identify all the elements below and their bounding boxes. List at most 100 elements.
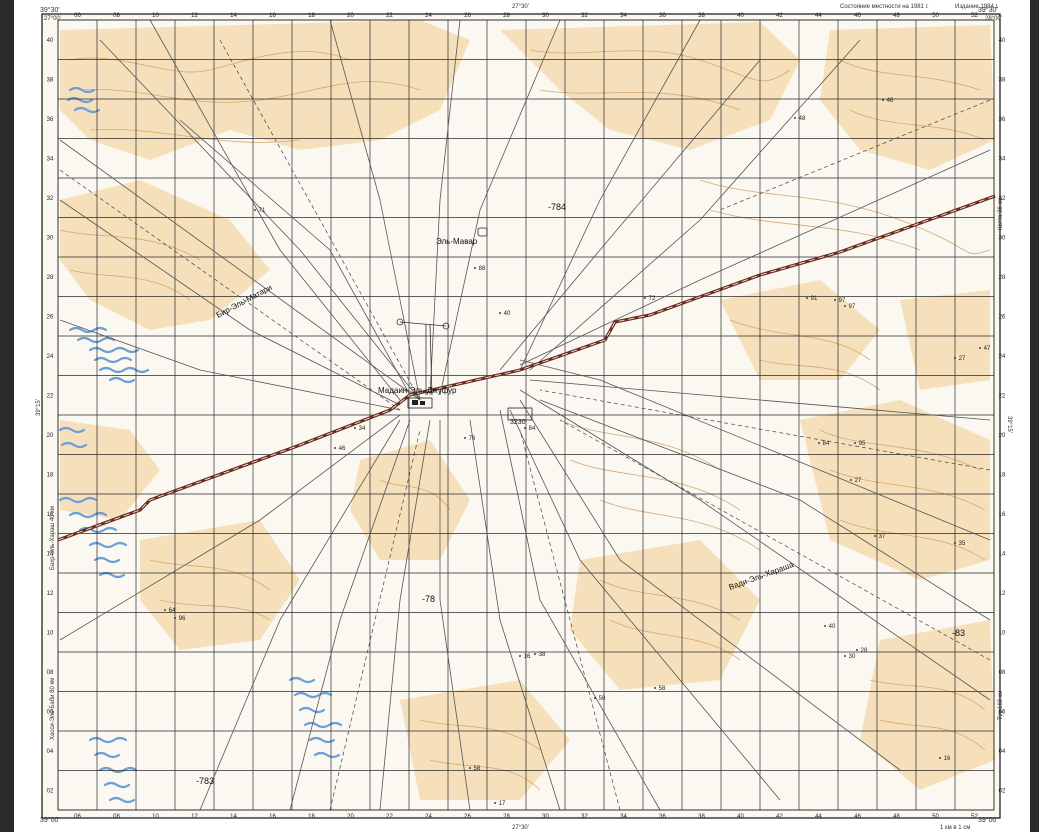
bottom-grid-number: 20 — [347, 814, 354, 820]
top-grid-number: 32 — [581, 13, 588, 19]
spot-elevation-label: 64 — [169, 608, 176, 614]
right-grid-number: 38 — [999, 77, 1006, 83]
top-grid-number: 28 — [503, 13, 510, 19]
bottom-grid-number: 38 — [698, 814, 705, 820]
spot-height-dot — [334, 447, 336, 449]
top-grid-number: 50 — [932, 13, 939, 19]
right-grid-number: 14 — [999, 551, 1006, 557]
bottom-grid-number: 06 — [74, 814, 81, 820]
top-grid-number: 48 — [893, 13, 900, 19]
spot-elevation-label: 91 — [811, 296, 818, 302]
top-grid-number: 16 — [269, 13, 276, 19]
corner-top-right-lon: 28°00' — [985, 16, 1002, 22]
left-margin-label-bottom: Хасси-Эль-Баби 80 км — [50, 678, 56, 740]
bottom-grid-number: 48 — [893, 814, 900, 820]
left-grid-number: 08 — [47, 670, 54, 676]
right-grid-number: 28 — [999, 275, 1006, 281]
spot-elevation-label: 37 — [879, 534, 886, 540]
spot-height-dot — [594, 697, 596, 699]
spot-elevation-label: 58 — [659, 686, 666, 692]
spot-elevation-label: 96 — [179, 616, 186, 622]
bottom-grid-number: 26 — [464, 814, 471, 820]
spot-height-dot — [856, 649, 858, 651]
right-grid-number: 06 — [999, 709, 1006, 715]
spot-height-dot — [499, 312, 501, 314]
bottom-coord: 27°30' — [512, 825, 529, 831]
right-grid-number: 36 — [999, 117, 1006, 123]
left-grid-number: 10 — [47, 630, 54, 636]
spot-height-dot — [806, 297, 808, 299]
spot-height-dot — [469, 767, 471, 769]
bottom-grid-number: 44 — [815, 814, 822, 820]
spot-height-dot — [354, 427, 356, 429]
header-top-coord: 27°30' — [512, 4, 529, 10]
spot-elevation-label: 16 — [524, 654, 531, 660]
spot-elevation-label: 72 — [649, 296, 656, 302]
top-grid-number: 40 — [737, 13, 744, 19]
spot-elevation-center: 3230 — [510, 419, 526, 426]
left-grid-number: 20 — [47, 433, 54, 439]
spot-elevation-label: 30 — [849, 654, 856, 660]
header-edition: Издание 1984 г. — [955, 4, 999, 10]
spot-elevation-label: 27 — [959, 356, 966, 362]
spot-height-dot — [794, 117, 796, 119]
spot-height-dot — [954, 542, 956, 544]
spot-elevation-label: 40 — [829, 624, 836, 630]
top-grid-number: 12 — [191, 13, 198, 19]
top-grid-number: 26 — [464, 13, 471, 19]
header-status: Состояние местности на 1981 г. — [840, 4, 929, 10]
spot-elevation-label: 28 — [861, 648, 868, 654]
spot-height-dot — [854, 442, 856, 444]
corner-bottom-left: 39°00' — [40, 816, 60, 824]
spot-height-dot — [824, 625, 826, 627]
spot-elevation-label: 17 — [499, 801, 506, 807]
facility-block — [507, 407, 533, 421]
right-grid-number: 10 — [999, 630, 1006, 636]
spot-elevation-label: 76 — [469, 436, 476, 442]
right-grid-number: 02 — [999, 788, 1006, 794]
spot-elevation-label: 71 — [259, 208, 266, 214]
left-grid-number: 16 — [47, 512, 54, 518]
bottom-grid-number: 22 — [386, 814, 393, 820]
top-grid-number: 20 — [347, 13, 354, 19]
spot-height-dot — [524, 427, 526, 429]
bottom-grid-number: 42 — [776, 814, 783, 820]
bottom-grid-number: 14 — [230, 814, 237, 820]
top-grid-number: 14 — [230, 13, 237, 19]
bottom-grid-number: 50 — [932, 814, 939, 820]
bottom-grid-number: 12 — [191, 814, 198, 820]
settlement-north-label: Эль-Мавар — [436, 237, 478, 246]
spot-elevation-label: 27 — [855, 478, 862, 484]
right-grid-number: 32 — [999, 196, 1006, 202]
bottom-grid-number: 16 — [269, 814, 276, 820]
spot-height-dot — [474, 267, 476, 269]
spot-elevation-label: 16 — [944, 756, 951, 762]
left-grid-number: 02 — [47, 788, 54, 794]
corner-top-left: 39°30' — [40, 6, 60, 14]
km-grid — [57, 19, 995, 811]
left-grid-number: 30 — [47, 235, 54, 241]
water-areas — [58, 86, 343, 804]
left-grid-number: 28 — [47, 275, 54, 281]
bottom-grid-number: 24 — [425, 814, 432, 820]
left-grid-number: 24 — [47, 354, 54, 360]
spot-height-dot — [939, 757, 941, 759]
spot-elevation-label: 38 — [539, 652, 546, 658]
bottom-grid-number: 32 — [581, 814, 588, 820]
top-grid-number: 42 — [776, 13, 783, 19]
top-grid-number: 36 — [659, 13, 666, 19]
left-mid-coord: 39°15' — [36, 399, 42, 416]
spot-height-dot — [174, 617, 176, 619]
spot-height-dot — [979, 347, 981, 349]
top-grid-number: 08 — [113, 13, 120, 19]
spot-height-dot — [844, 305, 846, 307]
top-grid-number: 52 — [971, 13, 978, 19]
map-frame — [41, 13, 1001, 819]
spot-height-dot — [844, 655, 846, 657]
left-grid-number: 38 — [47, 77, 54, 83]
top-grid-number: 30 — [542, 13, 549, 19]
left-grid-number: 18 — [47, 472, 54, 478]
left-grid-number: 26 — [47, 314, 54, 320]
